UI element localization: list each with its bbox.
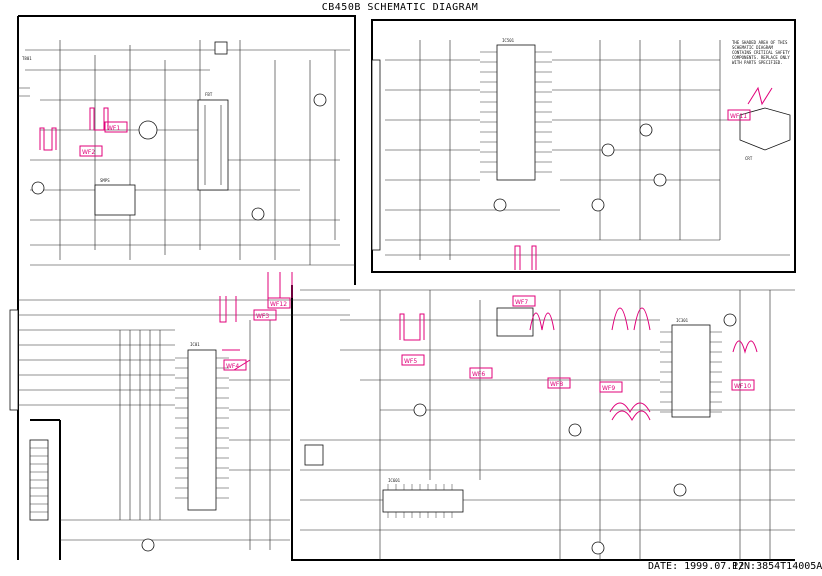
wf-tag: WF8 <box>550 381 563 388</box>
wf-tag: WF10 <box>734 383 751 390</box>
wf-tag: WF9 <box>602 385 615 392</box>
crt-neck <box>739 107 791 151</box>
power-deflection-section: T801 FBT SMPS <box>18 40 355 266</box>
svg-text:IC301: IC301 <box>676 318 689 323</box>
microcontroller-ic <box>187 349 217 511</box>
tuner-module <box>496 307 534 337</box>
horizontal-output-transistor <box>138 120 158 140</box>
wf-tag: WF2 <box>82 149 95 156</box>
wf-tag: WF11 <box>730 113 747 120</box>
svg-text:IC601: IC601 <box>388 478 401 483</box>
diagram-title: CB450B SCHEMATIC DIAGRAM <box>321 2 479 13</box>
waveform-annotations: WF1 WF2 WF3 WF4 WF5 WF6 WF7 WF8 WF9 WF10… <box>39 86 773 422</box>
svg-text:SMPS: SMPS <box>100 178 110 183</box>
svg-text:CRT: CRT <box>745 156 753 161</box>
svg-text:T801: T801 <box>22 56 32 61</box>
wf-tag: WF4 <box>226 363 239 370</box>
safety-warning-note: THE SHADED AREA OF THIS SCHEMATIC DIAGRA… <box>732 40 790 65</box>
deflection-ic <box>671 324 711 418</box>
svg-text:IC501: IC501 <box>502 38 515 43</box>
video-section: IC501 CRT <box>371 38 791 260</box>
wf-tag: WF5 <box>404 358 417 365</box>
flyback-transformer <box>197 99 229 191</box>
power-transformer <box>94 184 136 216</box>
part-number: P/N:3854T14005A <box>732 561 822 572</box>
wf-tag: WF3 <box>256 313 269 320</box>
svg-text:FBT: FBT <box>205 92 213 97</box>
micom-section: IC01 <box>9 299 350 552</box>
section-borders <box>17 15 796 561</box>
schematic-sheet: CB450B SCHEMATIC DIAGRAM T801 FBT <box>9 2 822 572</box>
wf-tag: WF1 <box>107 125 120 132</box>
audio-ic <box>382 489 464 513</box>
wf-tag: WF7 <box>515 299 528 306</box>
svg-text:IC01: IC01 <box>190 342 200 347</box>
date-label: DATE: 1999.07.12 <box>648 561 745 572</box>
schematic-drawing: T801 FBT SMPS IC501 CRT <box>9 15 796 561</box>
deflection-audio-section: IC301 IC601 <box>300 289 795 560</box>
wf-tag: WF12 <box>270 301 287 308</box>
wf-tag: WF6 <box>472 371 485 378</box>
video-ic <box>496 44 536 181</box>
